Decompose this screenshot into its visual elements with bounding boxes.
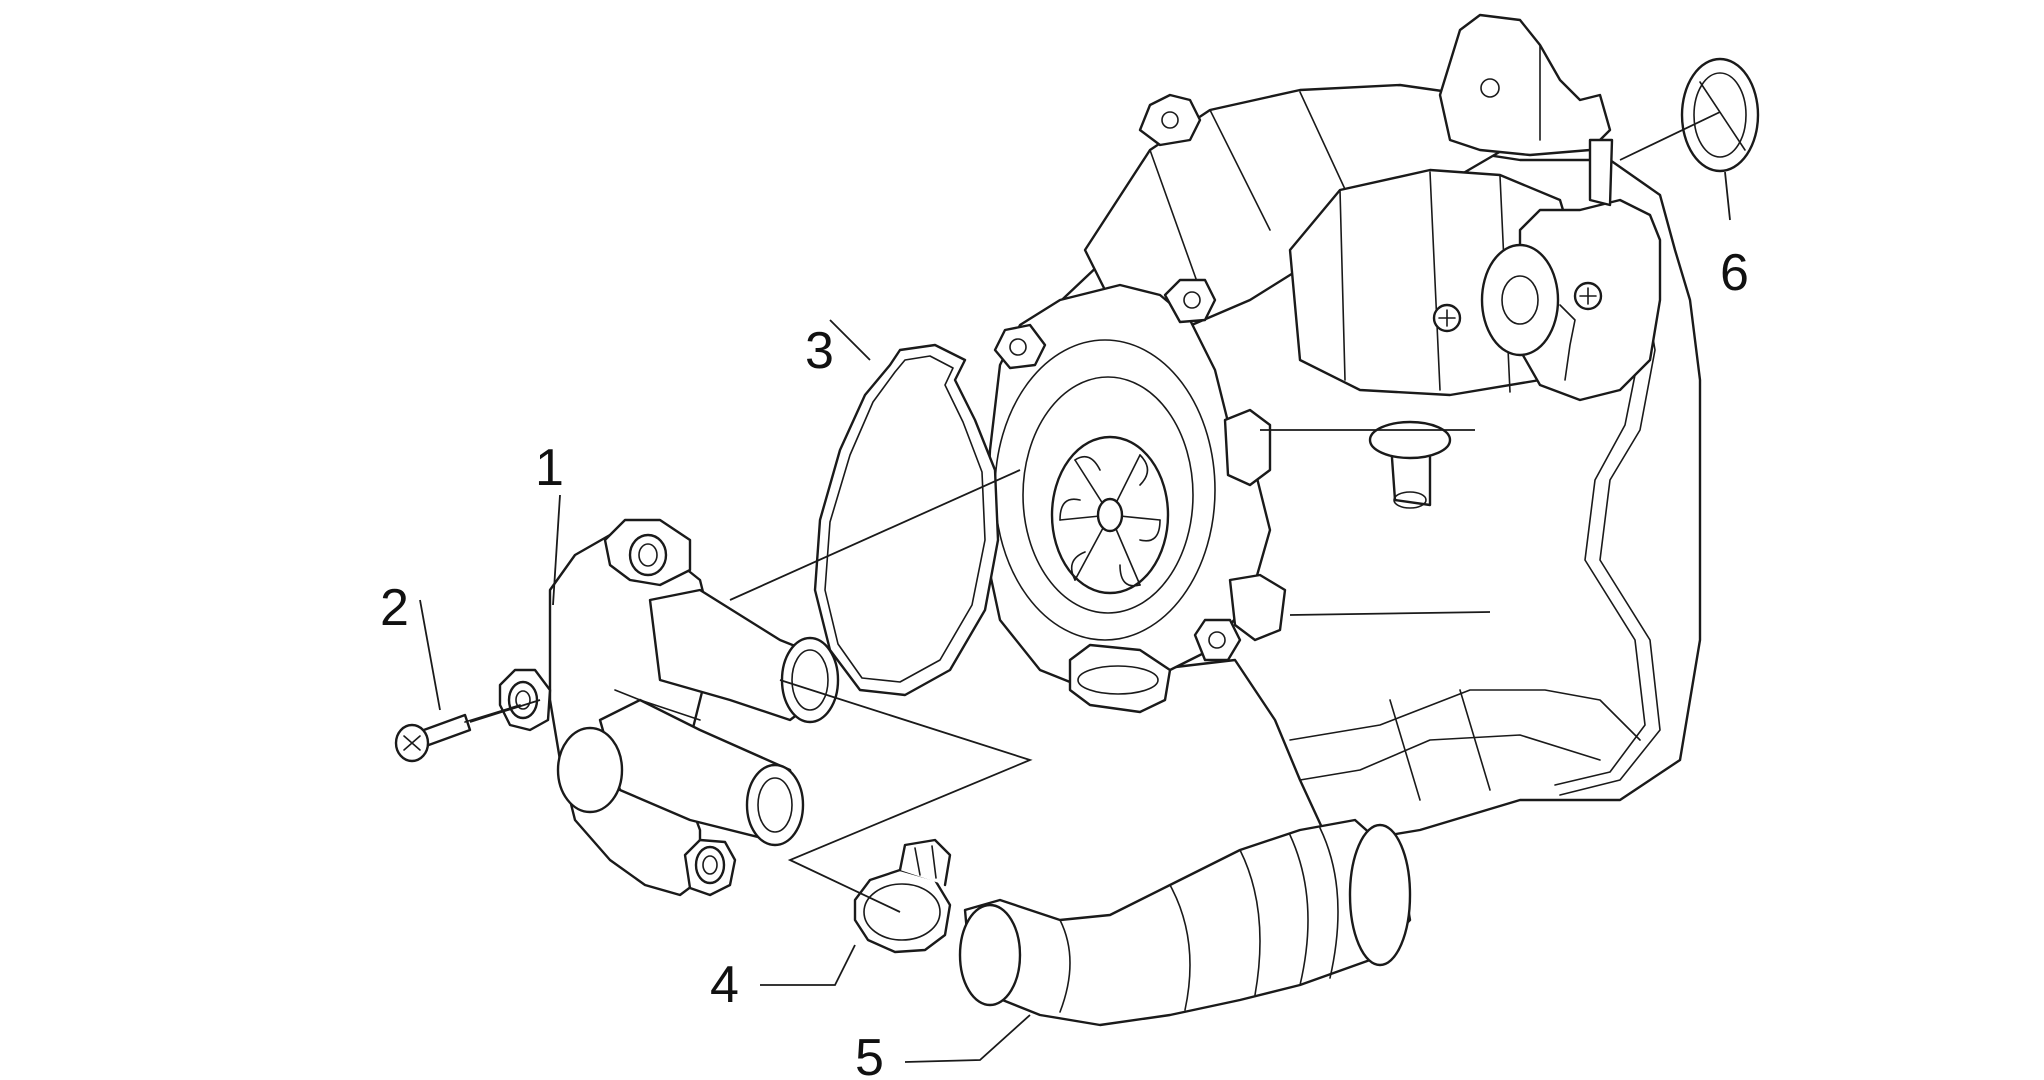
assembly-guide-lines <box>469 111 1721 913</box>
hose-clamp <box>853 838 952 954</box>
callout-6: 6 <box>1720 244 1749 302</box>
screw <box>394 704 521 763</box>
coolant-hose <box>958 818 1412 1027</box>
callout-leaders <box>419 171 1731 1063</box>
outlet-cover <box>498 518 840 897</box>
pump-face <box>983 278 1287 714</box>
callout-5: 5 <box>855 1029 884 1080</box>
callout-1: 1 <box>535 439 564 497</box>
callout-2: 2 <box>380 579 409 637</box>
callout-labels: 1 2 3 4 5 6 <box>380 244 1749 1080</box>
callout-3: 3 <box>805 322 834 380</box>
plug-ring <box>1680 57 1760 173</box>
callout-4: 4 <box>710 956 739 1014</box>
